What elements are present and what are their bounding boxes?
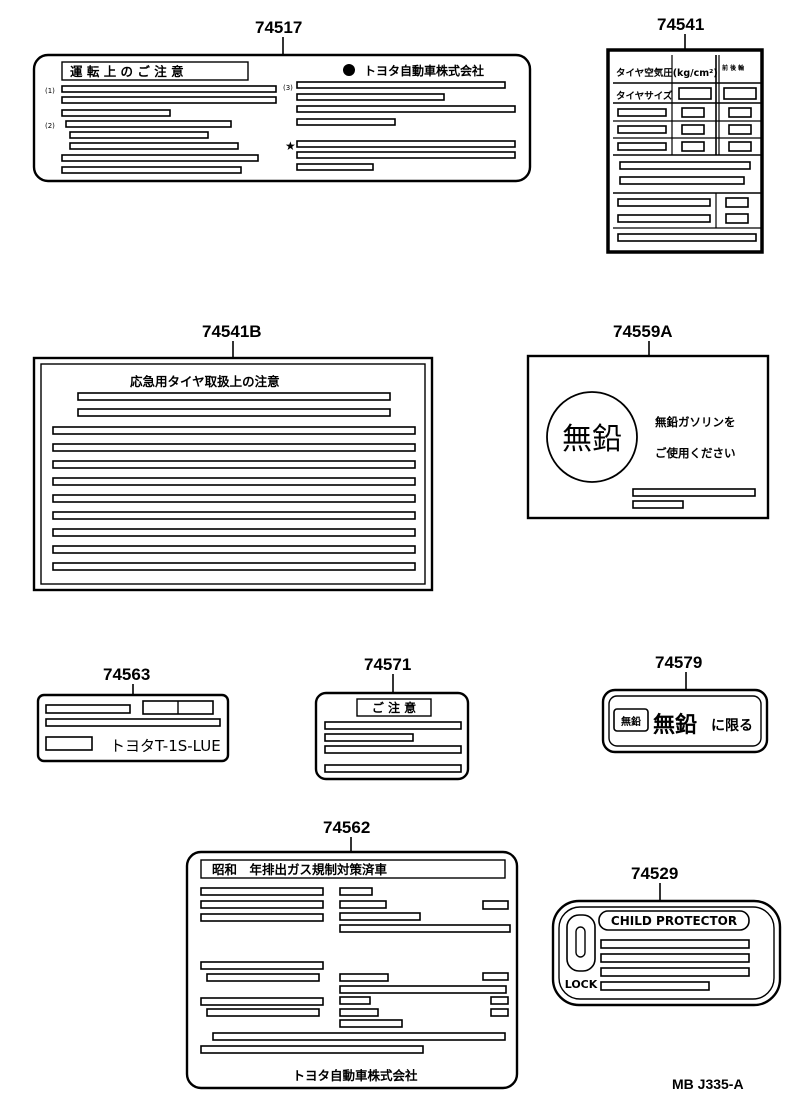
unleaded-suffix: に限る: [711, 718, 753, 734]
title-pill: [598, 910, 750, 931]
sheet-code: MB J335-A: [672, 1076, 744, 1092]
model-code: トヨタT-1S-LUE: [110, 737, 221, 755]
unleaded-badge: [613, 708, 649, 732]
part-number-74563: 74563: [103, 665, 150, 684]
text-bars: [200, 887, 511, 1054]
label-title: ご 注 意: [372, 700, 416, 715]
part-number-74541B: 74541B: [202, 322, 262, 341]
part-number-74517: 74517: [255, 18, 302, 37]
label-74541B: 74541B 応急用タイヤ取扱上の注意: [32, 322, 434, 592]
text-bars: [52, 392, 416, 571]
header-cell: 前 後 輪: [722, 64, 745, 72]
title-box: [61, 61, 249, 81]
unleaded-circle: [546, 391, 638, 483]
label-frame: [601, 688, 769, 754]
part-number-74529: 74529: [631, 864, 678, 883]
maker-name: トヨタ自動車株式会社: [292, 1068, 418, 1083]
label-inner-frame: [558, 906, 775, 1000]
lock-text: LOCK: [565, 978, 598, 991]
label-74562: 74562 昭和 年排出ガス規制対策済車: [185, 818, 519, 1090]
label-title: 運 転 上 の ご 注 意: [70, 64, 184, 79]
maker-name: トヨタ自動車株式会社: [364, 63, 484, 78]
toyota-logo-icon: [343, 64, 355, 76]
label-inner-frame: [608, 695, 762, 747]
part-number-74541: 74541: [657, 15, 704, 34]
mark-star: ★: [285, 139, 296, 153]
text-bars: [61, 81, 516, 174]
label-74571: 74571 ご 注 意: [314, 655, 470, 781]
label-title: CHILD PROTECTOR: [611, 914, 737, 928]
lock-lever-icon: [575, 926, 586, 958]
label-title: 応急用タイヤ取扱上の注意: [130, 374, 280, 389]
mark-1: (1): [45, 87, 55, 95]
table-cells: [617, 87, 757, 242]
label-frame: [185, 850, 519, 1090]
part-number-74579: 74579: [655, 653, 702, 672]
row-label-pressure: タイヤ空気圧(kg/cm²): [616, 67, 718, 79]
notice-line-1: 無鉛ガソリンを: [655, 415, 736, 429]
label-title: 昭和 年排出ガス規制対策済車: [212, 862, 388, 877]
text-bar: [632, 488, 756, 497]
badge-text: 無鉛: [621, 715, 641, 728]
row-label-size: タイヤサイズ: [616, 90, 673, 102]
part-number-74562: 74562: [323, 818, 370, 837]
text-bar: [632, 500, 684, 509]
title-box: [356, 698, 432, 717]
part-number-74571: 74571: [364, 655, 411, 674]
mark-2: (2): [45, 122, 55, 130]
circle-text: 無鉛: [562, 422, 622, 457]
part-number-74559A: 74559A: [613, 322, 673, 341]
label-inner-frame: [40, 363, 426, 585]
label-74559A: 74559A 無鉛 無鉛ガソリンを ご使用ください: [526, 322, 770, 520]
label-74541: 74541 タイヤ空気圧(kg/cm²) タイヤサイズ 前 後 輪: [606, 15, 764, 254]
label-74517: 74517 運 転 上 の ご 注 意 トヨタ自動車株式会社 (1) (2) (…: [32, 18, 532, 183]
unleaded-main: 無鉛: [653, 712, 697, 738]
notice-line-2: ご使用ください: [655, 446, 736, 460]
label-74579: 74579 無鉛 無鉛 に限る: [601, 653, 769, 754]
label-74563: 74563 トヨタT-1S-LUE: [36, 665, 230, 763]
label-74529: 74529 CHILD PROTECTOR LOCK: [551, 864, 782, 1007]
mark-3: (3): [283, 84, 293, 92]
title-box: [200, 859, 506, 879]
